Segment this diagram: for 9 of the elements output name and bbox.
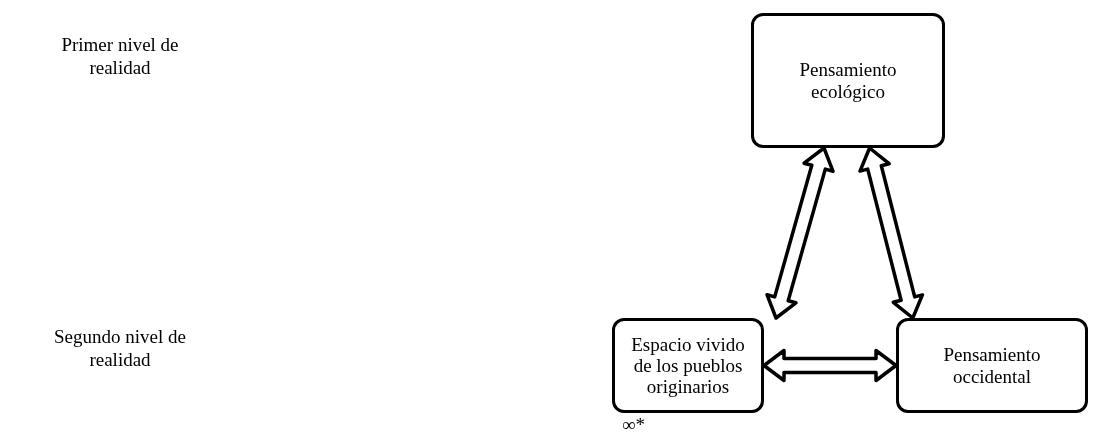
concept-box: Pensamiento ecológico [751, 13, 945, 148]
concept-box: Espacio vivido de los pueblos originarios [612, 318, 764, 413]
concept-box: Pensamiento occidental [896, 318, 1088, 413]
double-arrow [765, 146, 835, 320]
level-label: Primer nivel de realidad [60, 34, 180, 80]
double-arrow [858, 146, 925, 320]
level-label: Segundo nivel de realidad [53, 326, 187, 372]
footnote-mark: ∞* [622, 414, 646, 436]
double-arrow [762, 348, 898, 383]
